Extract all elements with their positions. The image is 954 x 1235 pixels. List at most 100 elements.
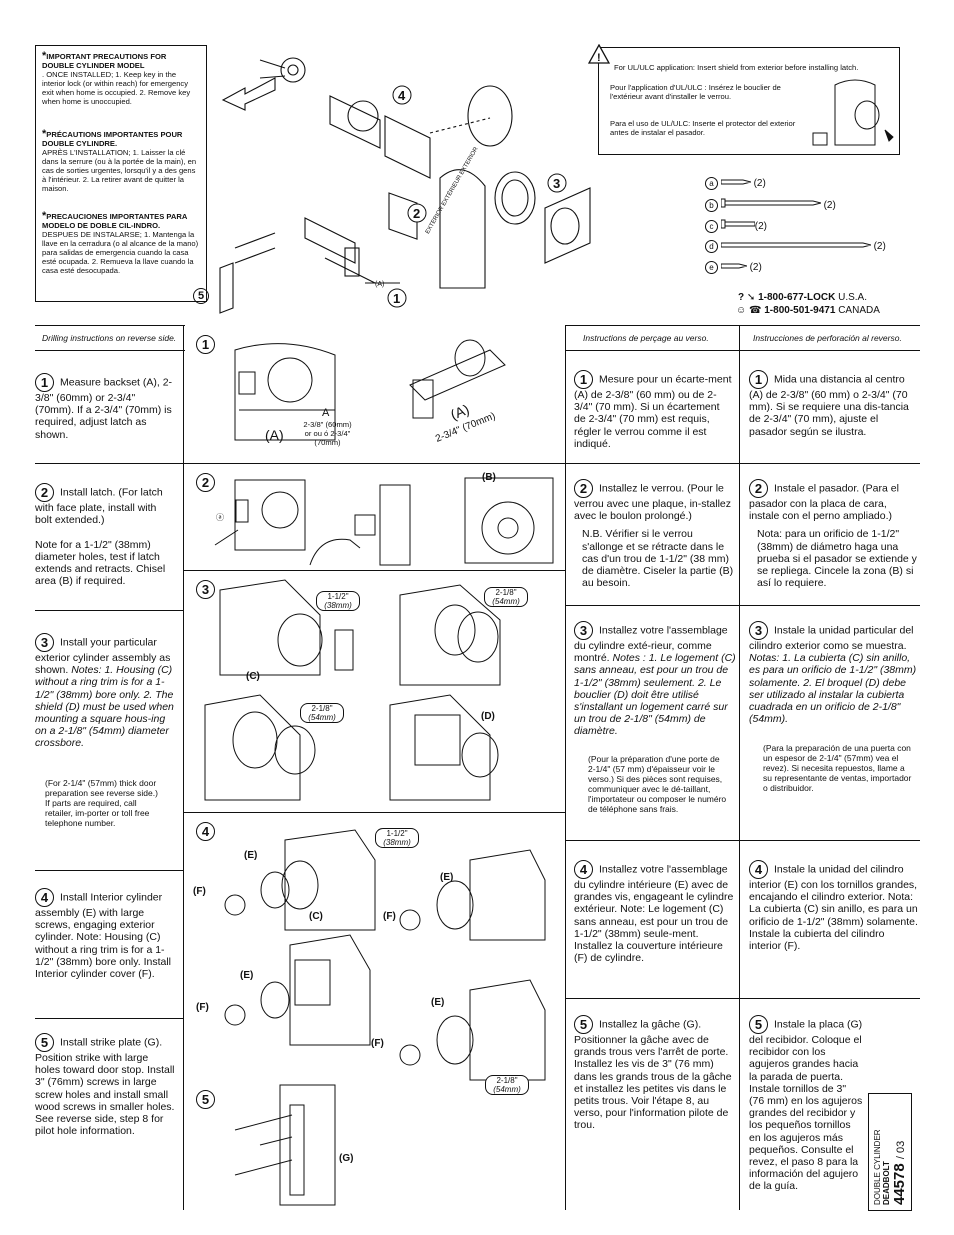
step-number: 2 [749,479,768,498]
fig-1-paren-a: (A) [265,427,284,443]
fig-1-marker: 1 [196,335,221,354]
header-en: Drilling instructions on reverse side. [42,333,177,343]
ul-shield-diagram [812,79,894,146]
screw-letter: a [705,177,718,190]
step-notes: Notas: 1. La cubierta (C) sin anillo, es… [749,652,917,726]
fig-3-c-label: (C) [246,671,260,682]
dim-value: 1-1/2" [386,829,408,838]
step-number: 2 [35,483,54,502]
screw-row-a: a (2) [705,177,905,198]
step-2-marker: 2 [413,206,420,221]
fig-2-latch-diagram: ⓐ [214,477,554,566]
step-3-es-small: (Para la preparación de una puerta con u… [763,743,912,793]
screw-row-e: e (2) [705,261,905,282]
screw-list: a (2) b (2) c (2) d (2) e (2) [705,177,905,282]
screw-qty: (2) [754,221,768,232]
step-text: Instale el pasador. (Para el pasador con… [749,482,899,523]
fig-3-dim-3: 2-1/8"(54mm) [300,703,344,723]
step-note: Note for a 1-1/2" (38mm) diameter holes,… [35,538,166,588]
header-fr: Instructions de perçage au verso. [583,333,709,343]
precautions-en-body: . ONCE INSTALLED; 1. Keep key in the int… [42,70,191,106]
phone-ca: 1-800-501-9471 [764,305,836,316]
precautions-en: *IMPORTANT PRECAUTIONS FOR DOUBLE CYLIND… [42,50,200,107]
precautions-es-title: PRECAUCIONES IMPORTANTES PARA MODELO DE … [42,212,188,230]
fig-4-e-label-3: (E) [240,970,254,981]
screw-letter: b [705,199,718,212]
screw-qty: (2) [873,241,886,252]
fig-2-b-label: (B) [482,472,496,483]
model-line-1: DOUBLE CYLINDER [873,1129,882,1205]
smiley-icon: ☺ [736,305,747,316]
screw-letter: d [705,240,718,253]
short-screw-icon [720,179,751,185]
screw-qty: (2) [753,178,766,189]
step-text: Instale la placa (G) del recibidor. Colo… [749,1018,863,1193]
step-number: 5 [35,1033,54,1052]
fig-4-c-label: (C) [309,911,323,922]
ul-text-en: For UL/ULC application: Insert shield fr… [614,63,859,72]
precautions-es-body: DESPUES DE INSTALARSE; 1. Mantenga la ll… [42,230,199,275]
fig-4-dim-2: 2-1/8"(54mm) [485,1075,529,1095]
fig-4-e-label-2: (E) [440,872,454,883]
step-text: Install strike plate (G). Position strik… [35,1036,175,1138]
step-note: Nota: para un orificio de 1-1/2" (38mm) … [757,528,917,590]
step-number: 4 [35,888,54,907]
step-note: N.B. Vérifier si le verrou s'allonge et … [582,528,734,590]
svg-text:!: ! [597,52,601,64]
model-line-2: DEADBOLT [882,1161,891,1205]
fig-5-g-label: (G) [339,1153,354,1164]
step-3-en-small: (For 2-1/4" (57mm) thick door preparatio… [45,778,158,828]
fig-5-strike-plate-diagram [234,1084,336,1206]
screw-qty: (2) [823,200,836,211]
step-5-marker-top: 5 [193,287,215,305]
fig-4-f-label-1: (F) [193,886,206,897]
dim-value: 2-1/8" [311,704,333,713]
dim-a-label: (A) [375,281,384,288]
asterisk: * [42,210,47,222]
fig-1-paren-a-2: (A) [448,401,471,423]
phone-us: 1-800-677-LOCK [758,292,836,303]
precautions-fr-body: APRÈS L'INSTALLATION; 1. Laisser la clé … [42,148,197,193]
fig-1-backset-diagram: A (A) (A) 2-3/4" (70mm) [234,339,506,445]
asterisk: * [42,50,47,62]
screw-row-d: d (2) [705,240,905,261]
step-text: Installez votre l'assemblage du cylindre… [574,624,728,665]
fig-4-e-label-4: (E) [431,997,445,1008]
model-number: 44578 [891,1163,908,1205]
exploded-assembly-diagram: EXTERIOR EXTÉRIEUR EXTERIOR 4 2 3 1 (A) [219,57,591,314]
step-1-marker: 1 [393,291,400,306]
precautions-fr: *PRÉCAUTIONS IMPORTANTES POUR DOUBLE CYL… [42,129,200,194]
step-text: Install Interior cylinder assembly (E) w… [35,891,172,981]
fig-4-f-label-4: (F) [371,1038,384,1049]
warning-icon: ! [588,44,610,64]
fig-4-f-label-2: (F) [383,911,396,922]
fig-3-dim-2: 2-1/8"(54mm) [484,587,528,607]
phone-ca-country: CANADA [838,305,880,316]
phone-ca-row: ☺ ☎ 1-800-501-9471 CANADA [736,305,880,316]
fig-3-dim-1: 1-1/2"(38mm) [316,591,360,611]
step-3-fr-small: (Pour la préparation d'une porte de 2-1/… [588,754,727,814]
step-number: 1 [574,370,593,389]
header-es: Instrucciones de perforación al reverso. [753,333,902,343]
step-4-marker: 4 [398,88,406,103]
step-number: 3 [35,633,54,652]
fig-5-marker: 5 [196,1090,221,1109]
fig-2-screw-a: ⓐ [216,513,224,522]
step-text: Installez votre l'assemblage du cylindre… [574,863,734,965]
phone-us-country: U.S.A. [838,292,868,303]
fig-3-d-label: (D) [481,711,495,722]
step-number: 4 [749,860,768,879]
arrow-icon: ➘ [746,292,756,303]
fig-4-interior-cylinder-diagram [224,829,546,1081]
step-number: 5 [749,1015,768,1034]
